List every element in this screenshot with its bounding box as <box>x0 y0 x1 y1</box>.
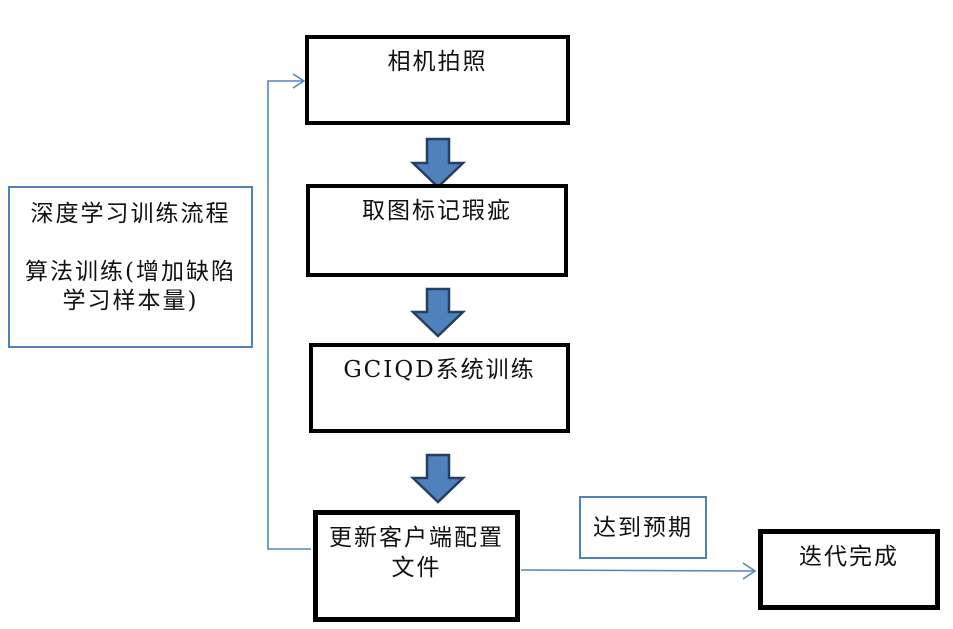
process-note-line3: 学习样本量) <box>62 288 199 314</box>
down-block-arrow-3-icon <box>409 453 467 504</box>
process-note-box: 深度学习训练流程 算法训练(增加缺陷 学习样本量) <box>8 186 253 348</box>
flow-box-done-label: 迭代完成 <box>799 544 899 570</box>
down-block-arrow-2-icon <box>409 287 467 338</box>
flow-box-camera: 相机拍照 <box>305 35 570 125</box>
process-note-line2: 算法训练(增加缺陷 <box>25 259 236 285</box>
flow-box-update-config: 更新客户端配置 文件 <box>313 510 520 622</box>
flow-box-annotate: 取图标记瑕疵 <box>306 184 568 277</box>
flow-box-update-config-label-line1: 更新客户端配置 <box>329 525 504 551</box>
feedback-arrowhead-icon <box>292 73 306 89</box>
condition-label-box: 达到预期 <box>579 496 707 559</box>
flow-box-annotate-label: 取图标记瑕疵 <box>362 198 512 224</box>
flow-box-train-label: GCIQD系统训练 <box>343 357 536 383</box>
process-note-line1: 深度学习训练流程 <box>30 201 231 227</box>
condition-label: 达到预期 <box>593 514 693 541</box>
flow-box-update-config-label-line2: 文件 <box>391 555 442 581</box>
success-arrowhead-icon <box>742 562 757 580</box>
success-connector <box>520 569 755 572</box>
flow-box-train: GCIQD系统训练 <box>309 343 570 433</box>
flow-box-done: 迭代完成 <box>758 529 940 610</box>
flow-box-camera-label: 相机拍照 <box>387 49 488 75</box>
down-block-arrow-1-icon <box>409 137 467 189</box>
feedback-connector <box>267 80 311 550</box>
